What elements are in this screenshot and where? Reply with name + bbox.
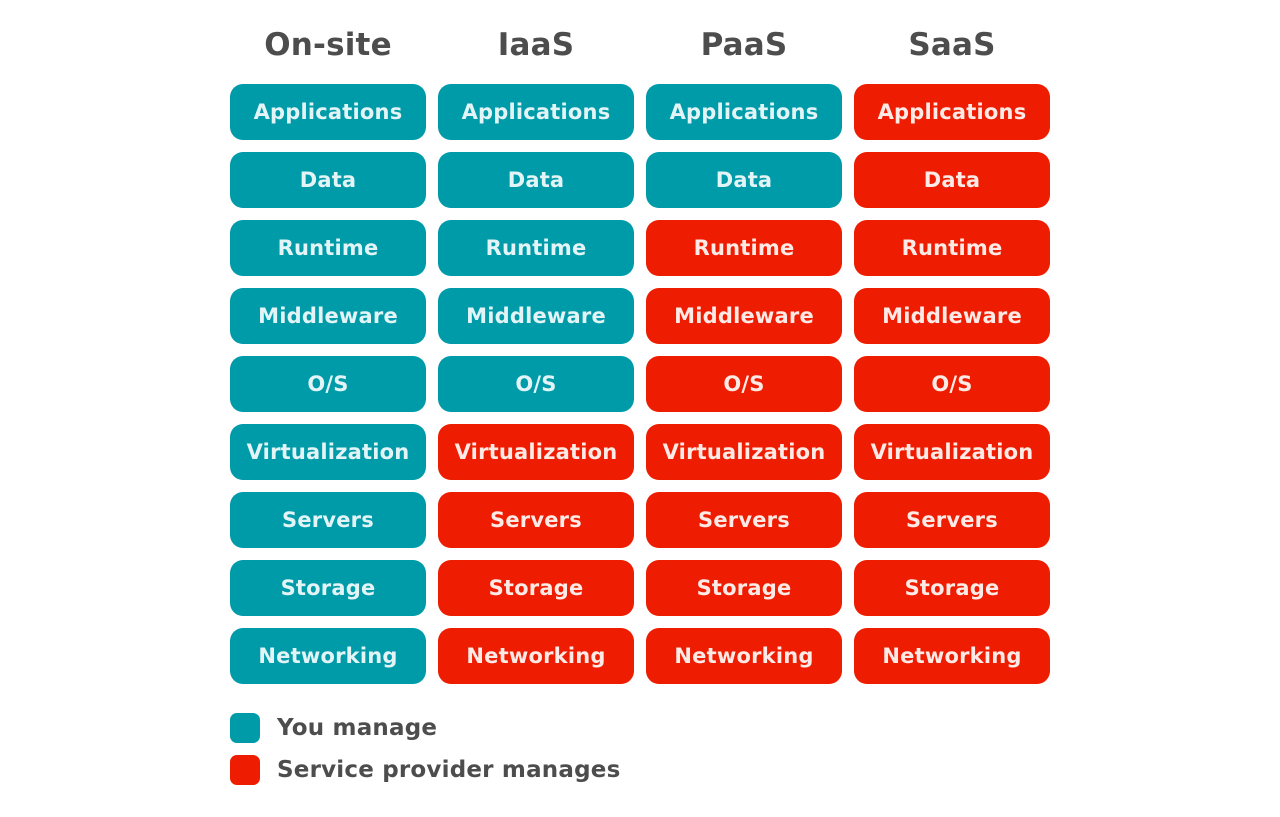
cell-networking: Networking — [854, 628, 1050, 684]
cell-storage: Storage — [438, 560, 634, 616]
cell-runtime: Runtime — [438, 220, 634, 276]
cell-data: Data — [230, 152, 426, 208]
cell-applications: Applications — [646, 84, 842, 140]
cell-o-s: O/S — [230, 356, 426, 412]
cell-label: O/S — [723, 372, 765, 396]
cell-storage: Storage — [230, 560, 426, 616]
cell-applications: Applications — [438, 84, 634, 140]
cell-label: Storage — [488, 576, 584, 600]
cell-servers: Servers — [854, 492, 1050, 548]
cell-label: Virtualization — [870, 440, 1034, 464]
cell-label: Virtualization — [454, 440, 618, 464]
cell-label: Networking — [882, 644, 1022, 668]
cell-virtualization: Virtualization — [646, 424, 842, 480]
legend-swatch-provider-manages — [230, 755, 260, 785]
cell-label: Virtualization — [246, 440, 410, 464]
cell-runtime: Runtime — [646, 220, 842, 276]
cell-runtime: Runtime — [230, 220, 426, 276]
cell-label: Data — [299, 168, 357, 192]
legend-label: You manage — [277, 715, 438, 741]
cell-applications: Applications — [854, 84, 1050, 140]
cell-label: Storage — [696, 576, 792, 600]
cell-label: Middleware — [674, 304, 814, 328]
legend-item-provider-manages: Service provider manages — [230, 752, 620, 788]
cell-virtualization: Virtualization — [438, 424, 634, 480]
column-title: IaaS — [497, 27, 575, 63]
legend-swatch-you-manage — [230, 713, 260, 743]
cell-data: Data — [646, 152, 842, 208]
cell-o-s: O/S — [854, 356, 1050, 412]
cell-storage: Storage — [646, 560, 842, 616]
cell-label: Data — [923, 168, 981, 192]
cell-label: Middleware — [258, 304, 398, 328]
column-title: SaaS — [908, 27, 996, 63]
cell-label: Runtime — [901, 236, 1003, 260]
cell-networking: Networking — [230, 628, 426, 684]
cell-label: Runtime — [485, 236, 587, 260]
cell-o-s: O/S — [438, 356, 634, 412]
column-title: PaaS — [700, 27, 788, 63]
cell-applications: Applications — [230, 84, 426, 140]
cell-label: Servers — [490, 508, 582, 532]
cell-virtualization: Virtualization — [854, 424, 1050, 480]
cell-runtime: Runtime — [854, 220, 1050, 276]
cell-label: O/S — [931, 372, 973, 396]
cell-data: Data — [438, 152, 634, 208]
cell-label: Storage — [280, 576, 376, 600]
cell-middleware: Middleware — [646, 288, 842, 344]
cell-label: Networking — [258, 644, 398, 668]
cell-label: Data — [507, 168, 565, 192]
cell-label: Applications — [253, 100, 403, 124]
cell-middleware: Middleware — [854, 288, 1050, 344]
cell-label: Applications — [877, 100, 1027, 124]
cell-label: Runtime — [277, 236, 379, 260]
cell-label: O/S — [515, 372, 557, 396]
cell-label: Servers — [906, 508, 998, 532]
cell-label: Virtualization — [662, 440, 826, 464]
cell-networking: Networking — [438, 628, 634, 684]
cell-servers: Servers — [646, 492, 842, 548]
cell-label: Data — [715, 168, 773, 192]
cell-label: Servers — [282, 508, 374, 532]
cell-label: Storage — [904, 576, 1000, 600]
cell-virtualization: Virtualization — [230, 424, 426, 480]
cell-servers: Servers — [230, 492, 426, 548]
cell-label: Networking — [674, 644, 814, 668]
cell-label: Networking — [466, 644, 606, 668]
cell-label: Applications — [669, 100, 819, 124]
cell-label: Middleware — [466, 304, 606, 328]
cell-label: Middleware — [882, 304, 1022, 328]
cell-label: Applications — [461, 100, 611, 124]
cell-data: Data — [854, 152, 1050, 208]
legend-item-you-manage: You manage — [230, 710, 620, 746]
cell-label: Runtime — [693, 236, 795, 260]
cell-middleware: Middleware — [230, 288, 426, 344]
cell-storage: Storage — [854, 560, 1050, 616]
cell-middleware: Middleware — [438, 288, 634, 344]
cell-label: O/S — [307, 372, 349, 396]
cell-servers: Servers — [438, 492, 634, 548]
cell-networking: Networking — [646, 628, 842, 684]
cell-label: Servers — [698, 508, 790, 532]
column-title: On-site — [264, 27, 392, 63]
legend-label: Service provider manages — [277, 757, 621, 783]
legend: You manage Service provider manages — [230, 710, 620, 794]
cell-o-s: O/S — [646, 356, 842, 412]
